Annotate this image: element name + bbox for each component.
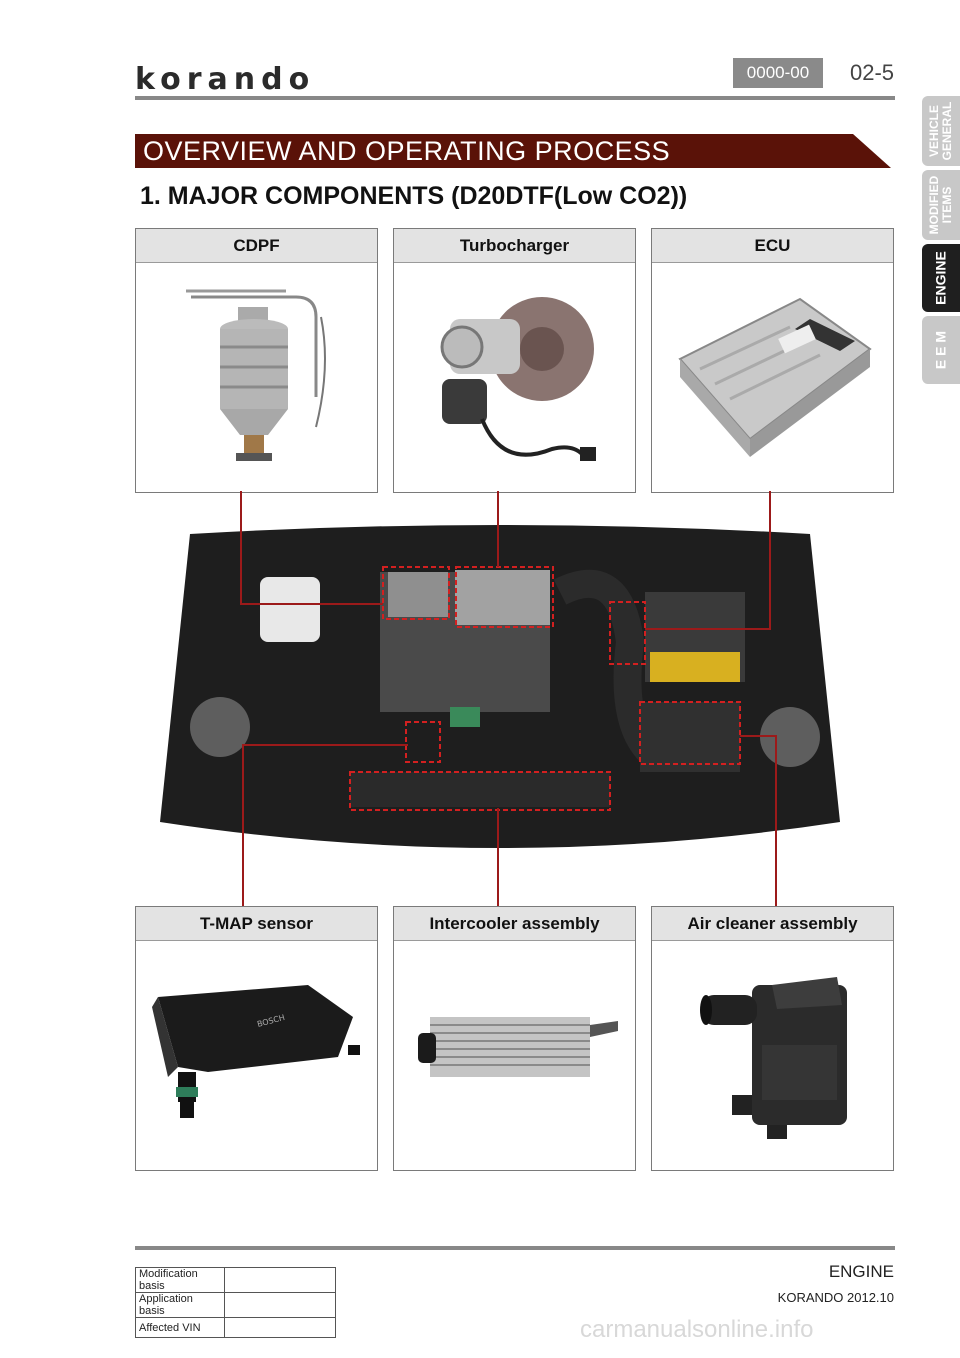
component-panel-ecu: ECU — [651, 228, 894, 493]
tmap-sensor-image: BOSCH — [152, 985, 360, 1118]
tab-label-line: GENERAL — [940, 101, 954, 161]
footer-rule — [135, 1246, 895, 1250]
table-cell-label: Affected VIN — [135, 1317, 225, 1338]
header-rule — [135, 96, 895, 100]
table-cell-label: Application basis — [135, 1292, 225, 1318]
footer-model-date: KORANDO 2012.10 — [777, 1290, 894, 1305]
component-title: CDPF — [136, 229, 377, 263]
page-heading: 1. MAJOR COMPONENTS (D20DTF(Low CO2)) — [140, 182, 688, 210]
ecu-image — [678, 297, 872, 457]
watermark: carmanualsonline.info — [580, 1316, 814, 1343]
component-title: Air cleaner assembly — [652, 907, 893, 941]
modification-table: Modification basis Application basis Aff… — [135, 1267, 336, 1338]
table-row: Modification basis — [135, 1267, 336, 1293]
footer-section-name: ENGINE — [828, 1262, 894, 1281]
tab-engine[interactable]: ENGINE — [922, 244, 960, 312]
section-code-badge: 0000-00 — [733, 58, 823, 88]
leader-line — [740, 735, 777, 737]
tab-label-line: VEHICLE — [927, 104, 941, 158]
component-panel-air-cleaner: Air cleaner assembly — [651, 906, 894, 1171]
table-row: Application basis — [135, 1292, 336, 1318]
table-cell-value — [224, 1292, 336, 1318]
component-panel-intercooler: Intercooler assembly — [393, 906, 636, 1171]
table-cell-value — [224, 1317, 336, 1338]
tab-label-line: ITEMS — [940, 186, 954, 224]
leader-line — [775, 735, 777, 906]
table-cell-label: Modification basis — [135, 1267, 225, 1293]
leader-line — [645, 628, 771, 630]
leader-line — [240, 603, 383, 605]
turbocharger-image — [440, 297, 596, 461]
page-number: 02-5 — [850, 60, 895, 85]
leader-line — [242, 744, 244, 906]
table-cell-value — [224, 1267, 336, 1293]
section-banner — [135, 134, 891, 168]
air-cleaner-image — [700, 977, 847, 1139]
table-row: Affected VIN — [135, 1317, 336, 1338]
section-banner-title: OVERVIEW AND OPERATING PROCESS — [143, 136, 671, 166]
brand-logo: korando — [135, 62, 316, 97]
engine-bay-photo — [150, 522, 850, 874]
leader-line — [769, 491, 771, 630]
component-panel-tmap-sensor: T-MAP sensor BOSCH — [135, 906, 378, 1171]
tab-label-line: MODIFIED — [927, 175, 941, 235]
component-title: Turbocharger — [394, 229, 635, 263]
leader-line — [242, 744, 408, 746]
component-title: ECU — [652, 229, 893, 263]
intercooler-image — [418, 1017, 618, 1077]
tab-eem[interactable]: E E M — [922, 316, 960, 384]
component-title: Intercooler assembly — [394, 907, 635, 941]
tab-label-line: E E M — [932, 330, 949, 370]
leader-line — [240, 491, 242, 604]
component-panel-turbocharger: Turbocharger — [393, 228, 636, 493]
tab-label-line: ENGINE — [932, 251, 949, 305]
cdpf-image — [186, 289, 326, 461]
component-title: T-MAP sensor — [136, 907, 377, 941]
component-panel-cdpf: CDPF — [135, 228, 378, 493]
leader-line — [497, 491, 499, 567]
leader-line — [497, 808, 499, 906]
